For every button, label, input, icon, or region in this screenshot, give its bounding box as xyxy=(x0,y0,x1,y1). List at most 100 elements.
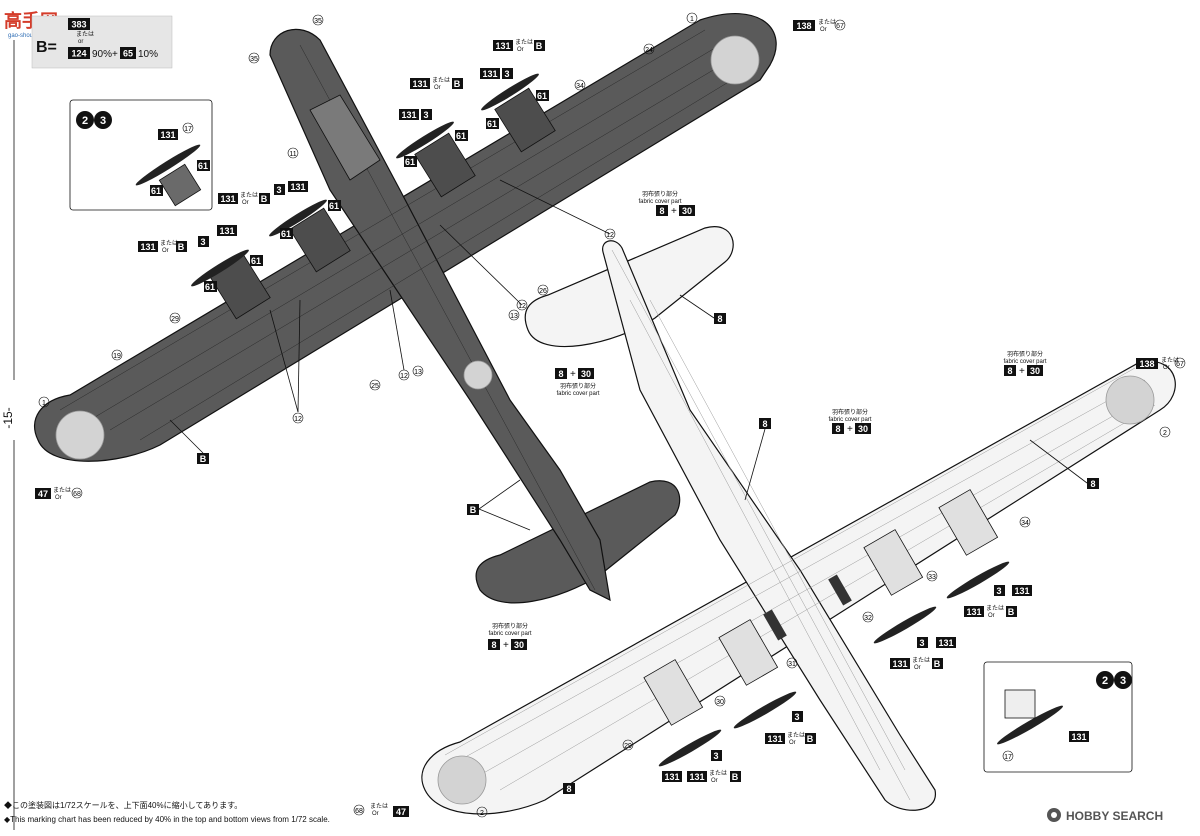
svg-text:8: 8 xyxy=(558,369,563,379)
svg-text:47: 47 xyxy=(38,489,48,499)
svg-text:B: B xyxy=(536,41,543,51)
svg-text:または: または xyxy=(986,605,1004,612)
note-en: ◆This marking chart has been reduced by … xyxy=(4,815,330,824)
svg-text:30: 30 xyxy=(716,699,724,706)
svg-text:131: 131 xyxy=(938,638,953,648)
svg-text:Or: Or xyxy=(55,495,62,501)
svg-text:8: 8 xyxy=(835,424,840,434)
top-view-aircraft xyxy=(33,12,777,604)
svg-text:31: 31 xyxy=(788,661,796,668)
svg-text:Or: Or xyxy=(434,85,441,91)
svg-text:12: 12 xyxy=(606,232,614,239)
svg-text:131: 131 xyxy=(966,607,981,617)
svg-text:3: 3 xyxy=(276,185,281,195)
svg-text:12: 12 xyxy=(294,416,302,423)
svg-text:B: B xyxy=(200,454,207,464)
svg-text:67: 67 xyxy=(836,23,844,30)
svg-text:30: 30 xyxy=(858,424,868,434)
svg-text:3: 3 xyxy=(504,69,509,79)
hinomaru-bottom-right xyxy=(1105,375,1155,425)
svg-text:Or: Or xyxy=(711,778,718,784)
svg-text:または: または xyxy=(160,240,178,247)
svg-text:8: 8 xyxy=(1090,479,1095,489)
svg-text:羽布張り部分: 羽布張り部分 xyxy=(560,382,596,390)
svg-text:131: 131 xyxy=(689,772,704,782)
svg-text:+: + xyxy=(847,424,853,435)
inset-left: 2 3 xyxy=(69,99,213,211)
svg-text:131: 131 xyxy=(495,41,510,51)
svg-text:2: 2 xyxy=(82,115,88,127)
svg-text:12: 12 xyxy=(400,373,408,380)
svg-text:または: または xyxy=(912,657,930,664)
hinomaru-bottom-left xyxy=(437,755,487,805)
svg-text:2: 2 xyxy=(1163,430,1167,437)
svg-text:138: 138 xyxy=(1139,359,1154,369)
svg-text:17: 17 xyxy=(1004,754,1012,761)
svg-text:+: + xyxy=(671,206,677,217)
svg-text:fabric cover part: fabric cover part xyxy=(556,391,599,397)
svg-text:+: + xyxy=(1019,366,1025,377)
svg-text:2: 2 xyxy=(1102,675,1108,687)
svg-text:B: B xyxy=(261,194,268,204)
svg-text:30: 30 xyxy=(682,206,692,216)
svg-text:Or: Or xyxy=(914,665,921,671)
svg-text:8: 8 xyxy=(1007,366,1012,376)
svg-text:3: 3 xyxy=(423,110,428,120)
inset-right: 2 3 xyxy=(983,661,1133,773)
svg-text:+: + xyxy=(503,640,509,651)
svg-text:Or: Or xyxy=(820,27,827,33)
paint-code-main: 383 xyxy=(71,20,86,30)
svg-text:Or: Or xyxy=(988,613,995,619)
fabric-label-5: 羽布張り部分 fabric cover part 8 + 30 xyxy=(488,622,532,651)
svg-text:Or: Or xyxy=(517,47,524,53)
page-number: -15- xyxy=(1,407,15,428)
svg-text:61: 61 xyxy=(205,282,215,292)
svg-text:B: B xyxy=(934,659,941,669)
top-propellers xyxy=(191,73,539,287)
bottom-propellers xyxy=(658,561,1010,767)
svg-text:11: 11 xyxy=(289,151,296,158)
note-jp: ◆この塗装図は1/72スケールを、上下面40%に縮小してあります。 xyxy=(4,800,242,810)
svg-text:1: 1 xyxy=(690,16,694,23)
svg-text:3: 3 xyxy=(100,115,106,127)
svg-text:羽布張り部分: 羽布張り部分 xyxy=(1007,350,1043,358)
svg-text:Or: Or xyxy=(242,200,249,206)
svg-text:34: 34 xyxy=(1021,520,1029,527)
svg-text:35: 35 xyxy=(250,56,258,63)
svg-text:61: 61 xyxy=(537,91,547,101)
svg-text:8: 8 xyxy=(491,640,496,650)
svg-text:B: B xyxy=(470,505,477,515)
svg-text:3: 3 xyxy=(713,751,718,761)
hinomaru-top-left xyxy=(55,410,105,460)
svg-text:17: 17 xyxy=(184,126,192,133)
svg-text:24: 24 xyxy=(645,47,653,54)
fabric-label-4: 羽布張り部分 fabric cover part 8 + 30 xyxy=(1003,350,1046,377)
svg-text:Or: Or xyxy=(789,740,796,746)
svg-text:3: 3 xyxy=(200,237,205,247)
scale-notes: ◆この塗装図は1/72スケールを、上下面40%に縮小してあります。 ◆This … xyxy=(4,800,330,824)
svg-text:fabric cover part: fabric cover part xyxy=(1003,359,1046,365)
svg-text:131: 131 xyxy=(290,182,305,192)
svg-text:または: または xyxy=(240,192,258,199)
mix-pct-2: 10% xyxy=(138,49,158,60)
svg-text:-15-: -15- xyxy=(1,407,15,428)
fabric-label-3: 羽布張り部分 fabric cover part 8 + 30 xyxy=(828,408,871,435)
svg-text:131: 131 xyxy=(220,194,235,204)
svg-text:131: 131 xyxy=(401,110,416,120)
svg-text:+: + xyxy=(570,369,576,380)
svg-text:または: または xyxy=(53,487,71,494)
svg-text:Or: Or xyxy=(1163,365,1170,371)
svg-text:61: 61 xyxy=(151,186,161,196)
svg-text:fabric cover part: fabric cover part xyxy=(638,199,681,205)
svg-text:B: B xyxy=(1008,607,1015,617)
svg-text:3: 3 xyxy=(996,586,1001,596)
svg-text:B: B xyxy=(732,772,739,782)
svg-text:25: 25 xyxy=(371,383,379,390)
logo-text: HOBBY SEARCH xyxy=(1066,809,1163,823)
paint-legend: B= 383 または or 124 90% + 65 10% xyxy=(31,15,173,69)
svg-text:または: または xyxy=(818,19,836,26)
svg-text:8: 8 xyxy=(659,206,664,216)
svg-text:61: 61 xyxy=(405,157,415,167)
